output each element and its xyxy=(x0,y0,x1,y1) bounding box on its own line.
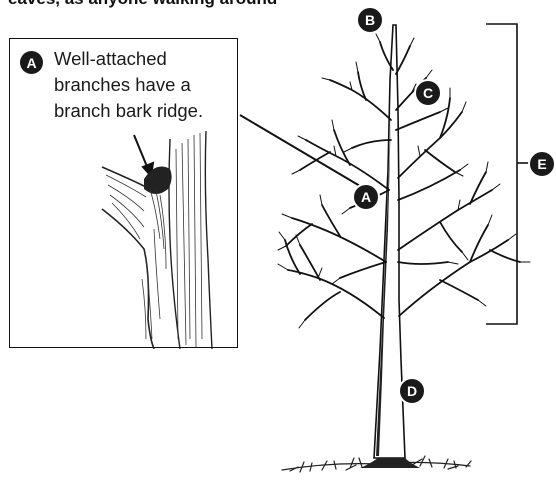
branch-junction-sketch xyxy=(10,39,239,349)
crown-bracket xyxy=(486,24,530,324)
marker-a: A xyxy=(352,183,380,211)
arrow-icon xyxy=(134,135,153,176)
marker-d: D xyxy=(398,377,426,405)
tree-branches xyxy=(285,42,520,320)
tree-twigs xyxy=(278,34,530,328)
marker-c: C xyxy=(414,79,442,107)
branch-detail-inset: A Well-attached branches have a branch b… xyxy=(9,38,238,348)
marker-b: B xyxy=(356,6,384,34)
marker-e: E xyxy=(528,150,556,178)
